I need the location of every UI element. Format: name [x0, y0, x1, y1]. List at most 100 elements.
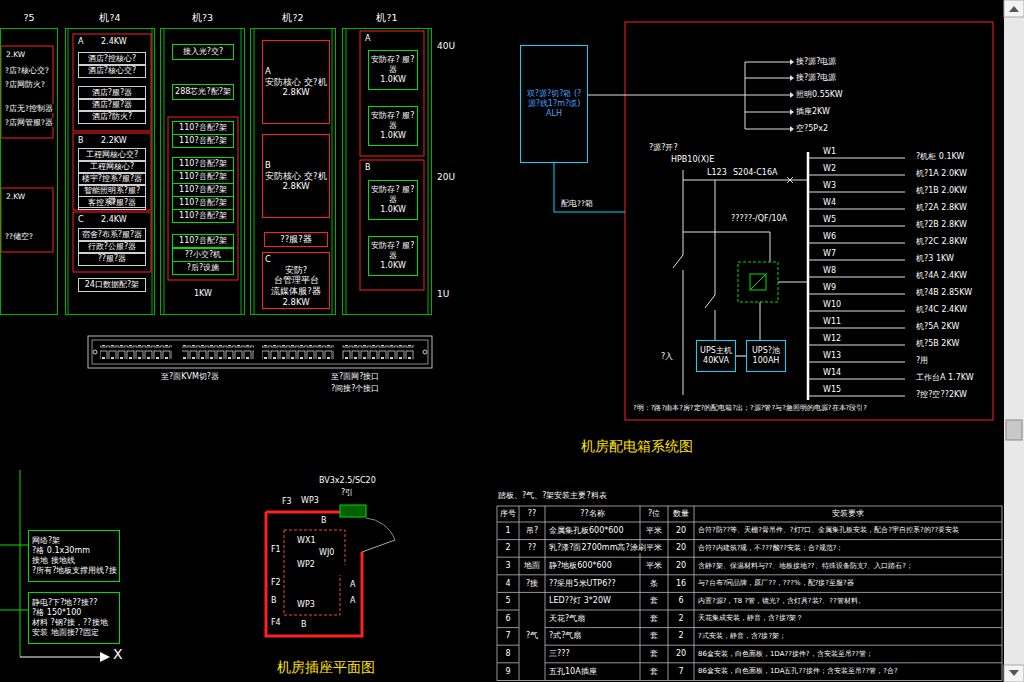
box-text: 流媒体服?器	[265, 286, 327, 297]
rack-title: 机?3	[163, 12, 242, 24]
box-text: 1.0KW	[371, 131, 415, 141]
distribution-wiring	[625, 22, 993, 420]
box-text: 客控系?服?器	[81, 198, 143, 208]
label: S204-C16A	[732, 168, 778, 178]
ups-box: UPS?池 100AH	[746, 340, 786, 372]
label: B	[320, 516, 328, 526]
label: B	[364, 163, 372, 173]
label: ??采用5米UTP6??	[548, 579, 617, 589]
label: ??	[527, 509, 538, 519]
rack-group-outline	[73, 133, 151, 210]
label: 内置?源?，T8 ?管，镜光?，含灯具?装?、??管材料。	[697, 597, 866, 606]
label: 机房插座平面图	[276, 659, 376, 677]
label: ??	[527, 543, 538, 553]
rack-cabinet: 机?2A安防核心 交?机2.8KWB安防核心 交?机2.8KW??服?器C安防?…	[250, 28, 336, 315]
box-text: ALH	[523, 109, 585, 119]
label: 套	[649, 667, 659, 677]
equipment-box: ?后?设施	[172, 261, 234, 275]
distribution-wiring	[745, 112, 790, 113]
equipment-box: 安防存? 服?器1.0KW	[368, 180, 418, 220]
label: A	[349, 580, 356, 590]
label: 配电??箱	[560, 199, 594, 208]
box-text: ?所有?地板支撑用线?接	[32, 566, 117, 576]
label: WJ0	[318, 548, 335, 558]
label: 五孔10A插座	[548, 667, 598, 677]
box-text: 110?音配?架	[175, 236, 231, 246]
label: 5	[504, 596, 511, 606]
equipment-box: 24口数据配?架	[78, 278, 146, 292]
label: F2	[270, 578, 282, 588]
label: A	[77, 37, 84, 47]
table-grid	[497, 592, 1002, 593]
table-grid	[640, 506, 641, 680]
label: 照明0.55KW	[795, 90, 844, 100]
label: B	[77, 136, 85, 146]
patch-panel	[262, 345, 334, 359]
equipment-group: B安防核心 交?机2.8KW	[262, 134, 330, 218]
box-text: 安防存? 服?器	[371, 111, 415, 131]
label: 40U	[436, 41, 456, 52]
grounding-detail	[20, 657, 100, 658]
label: 2	[677, 631, 684, 641]
rack-title: 机?2	[253, 12, 333, 24]
box-text: 楼宇?控系?服?器	[81, 174, 143, 184]
box-text: UPS主机 40KVA	[699, 346, 733, 366]
label: 机?5B 2KW	[915, 339, 960, 349]
label: ?明：?路?由本?房?定?的配电箱?出；?源?管?与?急照明的电源?在本?段引?	[632, 404, 868, 413]
box-text: 1.0KW	[371, 75, 415, 85]
label: 静?地板600*600	[548, 561, 613, 571]
table-grid	[497, 506, 1002, 680]
equipment-box: 宿舍?布系?服?器	[78, 228, 146, 242]
table-grid	[545, 645, 1002, 646]
rack-cabinet: 机?1安防存? 服?器1.0KW安防存? 服?器1.0KW安防存? 服?器1.0…	[342, 28, 432, 315]
table-grid	[497, 574, 1002, 575]
patch-panel	[92, 340, 428, 364]
box-text: 酒店?核心交?	[81, 66, 143, 76]
rack-group-outline	[168, 117, 238, 280]
label: BV3x2.5/SC20	[318, 476, 377, 486]
label: ?引	[340, 488, 354, 498]
distribution-wiring	[808, 379, 905, 380]
distribution-wiring	[808, 209, 905, 210]
rack-title: 机?4	[68, 12, 152, 24]
label: 20U	[436, 172, 456, 183]
label: ?????-/QF/10A	[730, 214, 788, 224]
label: 接?源?电源	[795, 73, 838, 83]
distribution-wiring	[778, 282, 808, 283]
label: 3	[504, 561, 511, 571]
equipment-box: 安防存? 服?器1.0KW	[368, 106, 418, 146]
scrollbar	[1004, 0, 1024, 682]
label: W10	[822, 300, 842, 310]
distribution-wiring	[808, 328, 905, 329]
rack-group-outline	[73, 34, 151, 131]
label: 套	[649, 614, 659, 624]
label: F3	[281, 497, 293, 507]
box-text: 接入光?交?	[175, 47, 231, 57]
label: 平米	[645, 543, 663, 553]
label: 合符?防??等、天棚?骨吊件、?灯?口、金属集孔板安装，配合?宇自控系?的??要…	[697, 526, 960, 535]
equipment-box: 110?音配?架	[172, 209, 234, 223]
label: 6	[504, 614, 511, 624]
label: 平米	[645, 561, 663, 571]
label: W8	[822, 266, 837, 276]
label: 三???	[548, 649, 571, 659]
rack-rail	[152, 28, 153, 315]
label: 6	[677, 596, 684, 606]
rack-rail	[254, 28, 255, 315]
box-text: 工程网核心交?	[81, 150, 143, 160]
box-text: 行政?公服?器	[81, 242, 143, 252]
table-grid	[545, 662, 1002, 663]
rack-group-outline	[360, 160, 424, 290]
label: ??储空?	[4, 232, 34, 241]
label: 机?4B 2.85KW	[915, 288, 973, 298]
label: W7	[822, 249, 837, 259]
feed-arrow	[790, 59, 794, 65]
feed-arrow	[790, 109, 794, 115]
equipment-box: 酒店?防火?	[78, 110, 146, 124]
box-text: B	[265, 160, 327, 171]
floor-plan	[340, 505, 366, 517]
equipment-box: 110?音配?架	[172, 170, 234, 184]
equipment-box: 110?音配?架	[172, 196, 234, 210]
